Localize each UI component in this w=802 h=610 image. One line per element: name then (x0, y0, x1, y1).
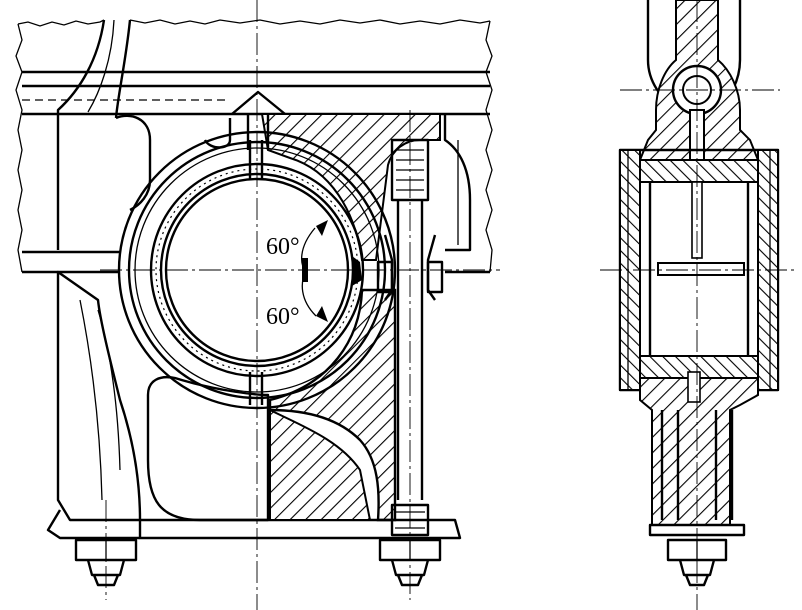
leg-contour-lines (79, 299, 121, 501)
side-lower-dowel (687, 371, 701, 403)
side-cap-base (648, 523, 746, 537)
locating-notch (352, 256, 362, 286)
side-nut-tip (684, 574, 710, 587)
engine-block-housing (15, 19, 493, 274)
side-upper-shell-section (639, 159, 759, 183)
side-cap-bolt-bores (660, 410, 734, 520)
oil-hole-chamfer (231, 90, 286, 115)
block-side-leg (56, 270, 142, 522)
main-bearing-side-section (600, 0, 795, 610)
lower-angle-label: 60° (266, 304, 300, 330)
side-nut (666, 538, 728, 562)
upper-angle-label: 60° (266, 234, 300, 260)
bearing-cap-section (268, 288, 397, 522)
leg-foot (46, 509, 140, 540)
upper-angle-arrow (316, 220, 328, 236)
lower-angle-arrow (316, 306, 328, 322)
cap-cavity (146, 376, 270, 522)
side-cross-drill (657, 262, 745, 276)
cap-web-section (269, 408, 372, 521)
main-bearing-front-section: 60° 60° (15, 0, 500, 610)
side-lower-cap-section (639, 377, 759, 526)
